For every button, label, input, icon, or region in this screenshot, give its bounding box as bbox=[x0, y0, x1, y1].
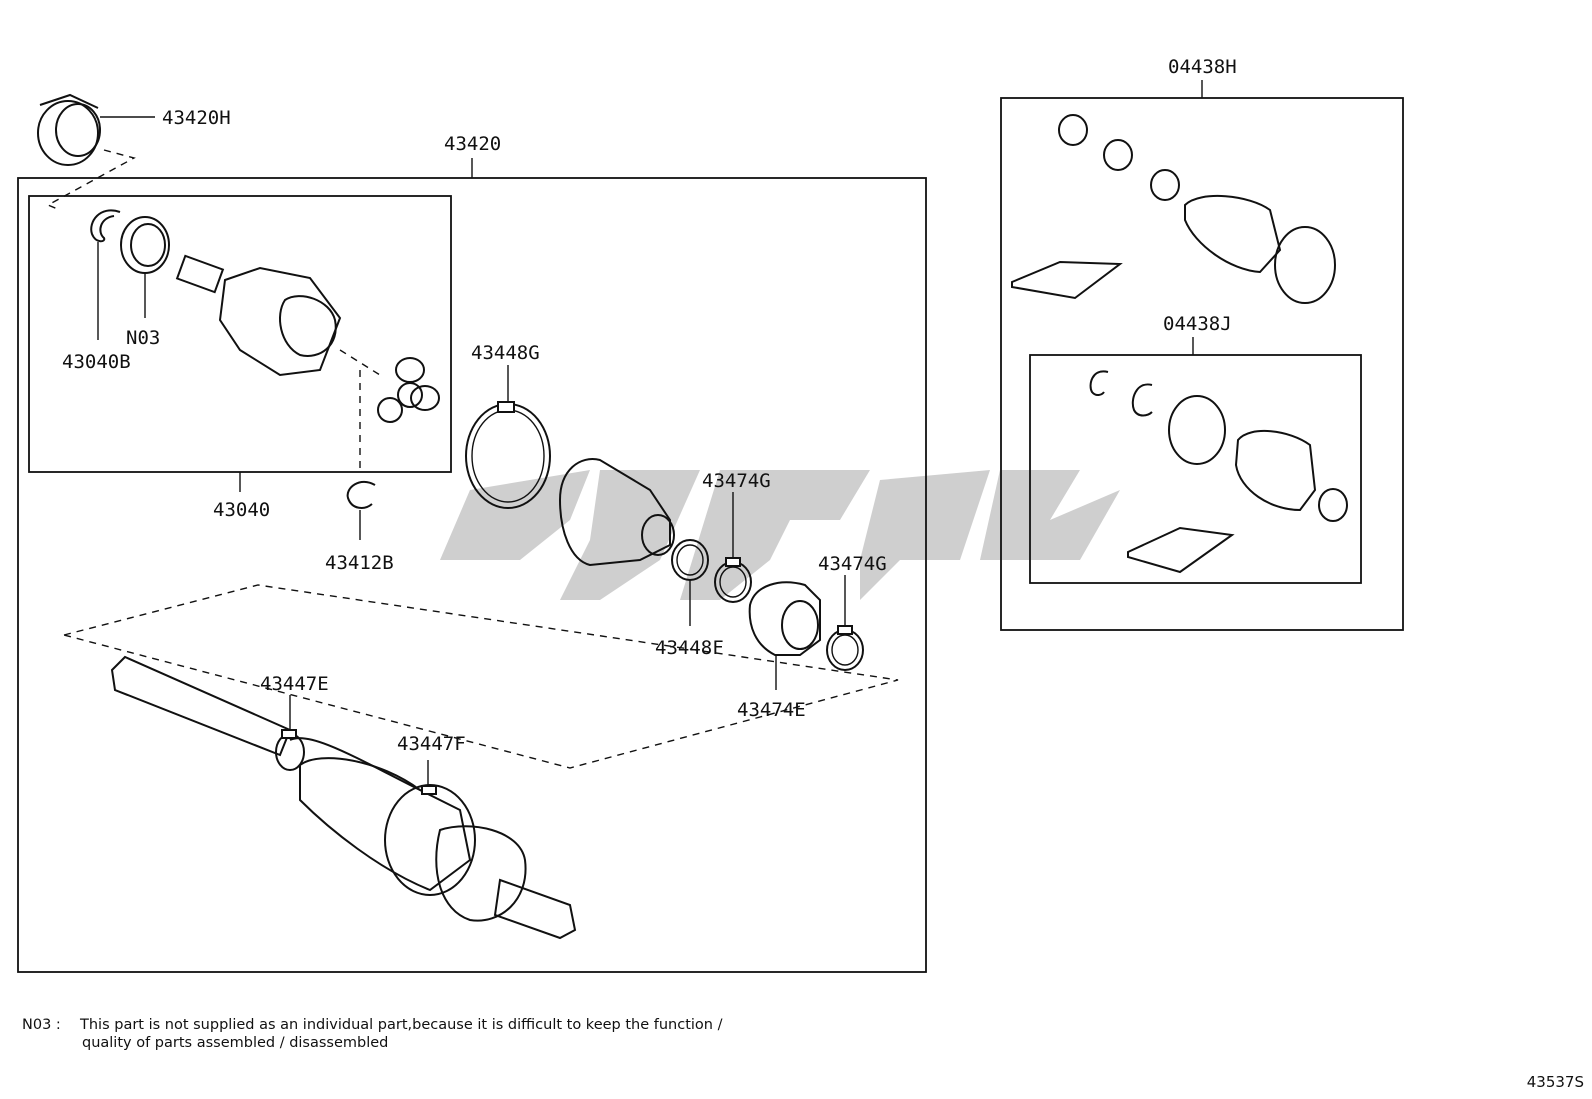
label-04438H[interactable]: 04438H bbox=[1168, 56, 1237, 78]
footnote-key: N03 : bbox=[22, 1017, 61, 1033]
footnote-line-2: quality of parts assembled / disassemble… bbox=[82, 1035, 389, 1051]
box-43420 bbox=[17, 177, 927, 973]
part-04438H-kit-contents[interactable] bbox=[1011, 114, 1336, 304]
label-N03[interactable]: N03 bbox=[126, 327, 160, 349]
label-43447E[interactable]: 43447E bbox=[260, 673, 329, 695]
dash-joint-to-tripod bbox=[339, 349, 381, 376]
part-N03-seal[interactable] bbox=[120, 216, 170, 274]
part-43040B-snap-ring[interactable] bbox=[90, 209, 121, 243]
label-04438J[interactable]: 04438J bbox=[1163, 313, 1232, 335]
part-tripod-joint[interactable] bbox=[377, 357, 440, 423]
part-43474G-band-a[interactable] bbox=[714, 557, 752, 603]
part-43474G-band-b[interactable] bbox=[826, 625, 864, 671]
label-43448F[interactable]: 43448F bbox=[655, 637, 724, 659]
part-43420H-cap[interactable] bbox=[37, 93, 101, 166]
part-43448G-clamp[interactable] bbox=[465, 401, 551, 509]
box-04438H bbox=[1000, 97, 1404, 631]
part-inboard-joint-housing[interactable] bbox=[175, 254, 342, 377]
label-43448G[interactable]: 43448G bbox=[471, 342, 540, 364]
label-43040[interactable]: 43040 bbox=[213, 499, 270, 521]
label-43040B[interactable]: 43040B bbox=[62, 351, 131, 373]
label-43474G-b[interactable]: 43474G bbox=[818, 553, 887, 575]
label-43447F[interactable]: 43447F bbox=[397, 733, 466, 755]
box-43040 bbox=[28, 195, 452, 473]
part-04438J-kit-contents[interactable] bbox=[1089, 370, 1348, 574]
label-43474G-a[interactable]: 43474G bbox=[702, 470, 771, 492]
label-43412B[interactable]: 43412B bbox=[325, 552, 394, 574]
dash-shaft-region bbox=[61, 584, 899, 769]
label-43420[interactable]: 43420 bbox=[444, 133, 501, 155]
watermark-logo bbox=[440, 470, 1120, 600]
label-43420H[interactable]: 43420H bbox=[162, 107, 231, 129]
dash-43420H bbox=[46, 149, 136, 211]
part-outer-boot-joint[interactable] bbox=[299, 757, 577, 940]
label-43474E[interactable]: 43474E bbox=[737, 699, 806, 721]
part-43474E-boot[interactable] bbox=[748, 581, 821, 656]
part-43447E-band[interactable] bbox=[275, 729, 305, 771]
footnote-line-1: This part is not supplied as an individu… bbox=[80, 1017, 723, 1033]
diagram-code: 43537S bbox=[1526, 1073, 1584, 1091]
part-inner-boot[interactable] bbox=[558, 458, 675, 567]
box-04438J bbox=[1029, 354, 1362, 584]
part-43447F-band[interactable] bbox=[421, 785, 437, 795]
footnote: N03 : This part is not supplied as an ind… bbox=[22, 1016, 722, 1052]
part-43412B-snap-ring[interactable] bbox=[346, 480, 376, 509]
